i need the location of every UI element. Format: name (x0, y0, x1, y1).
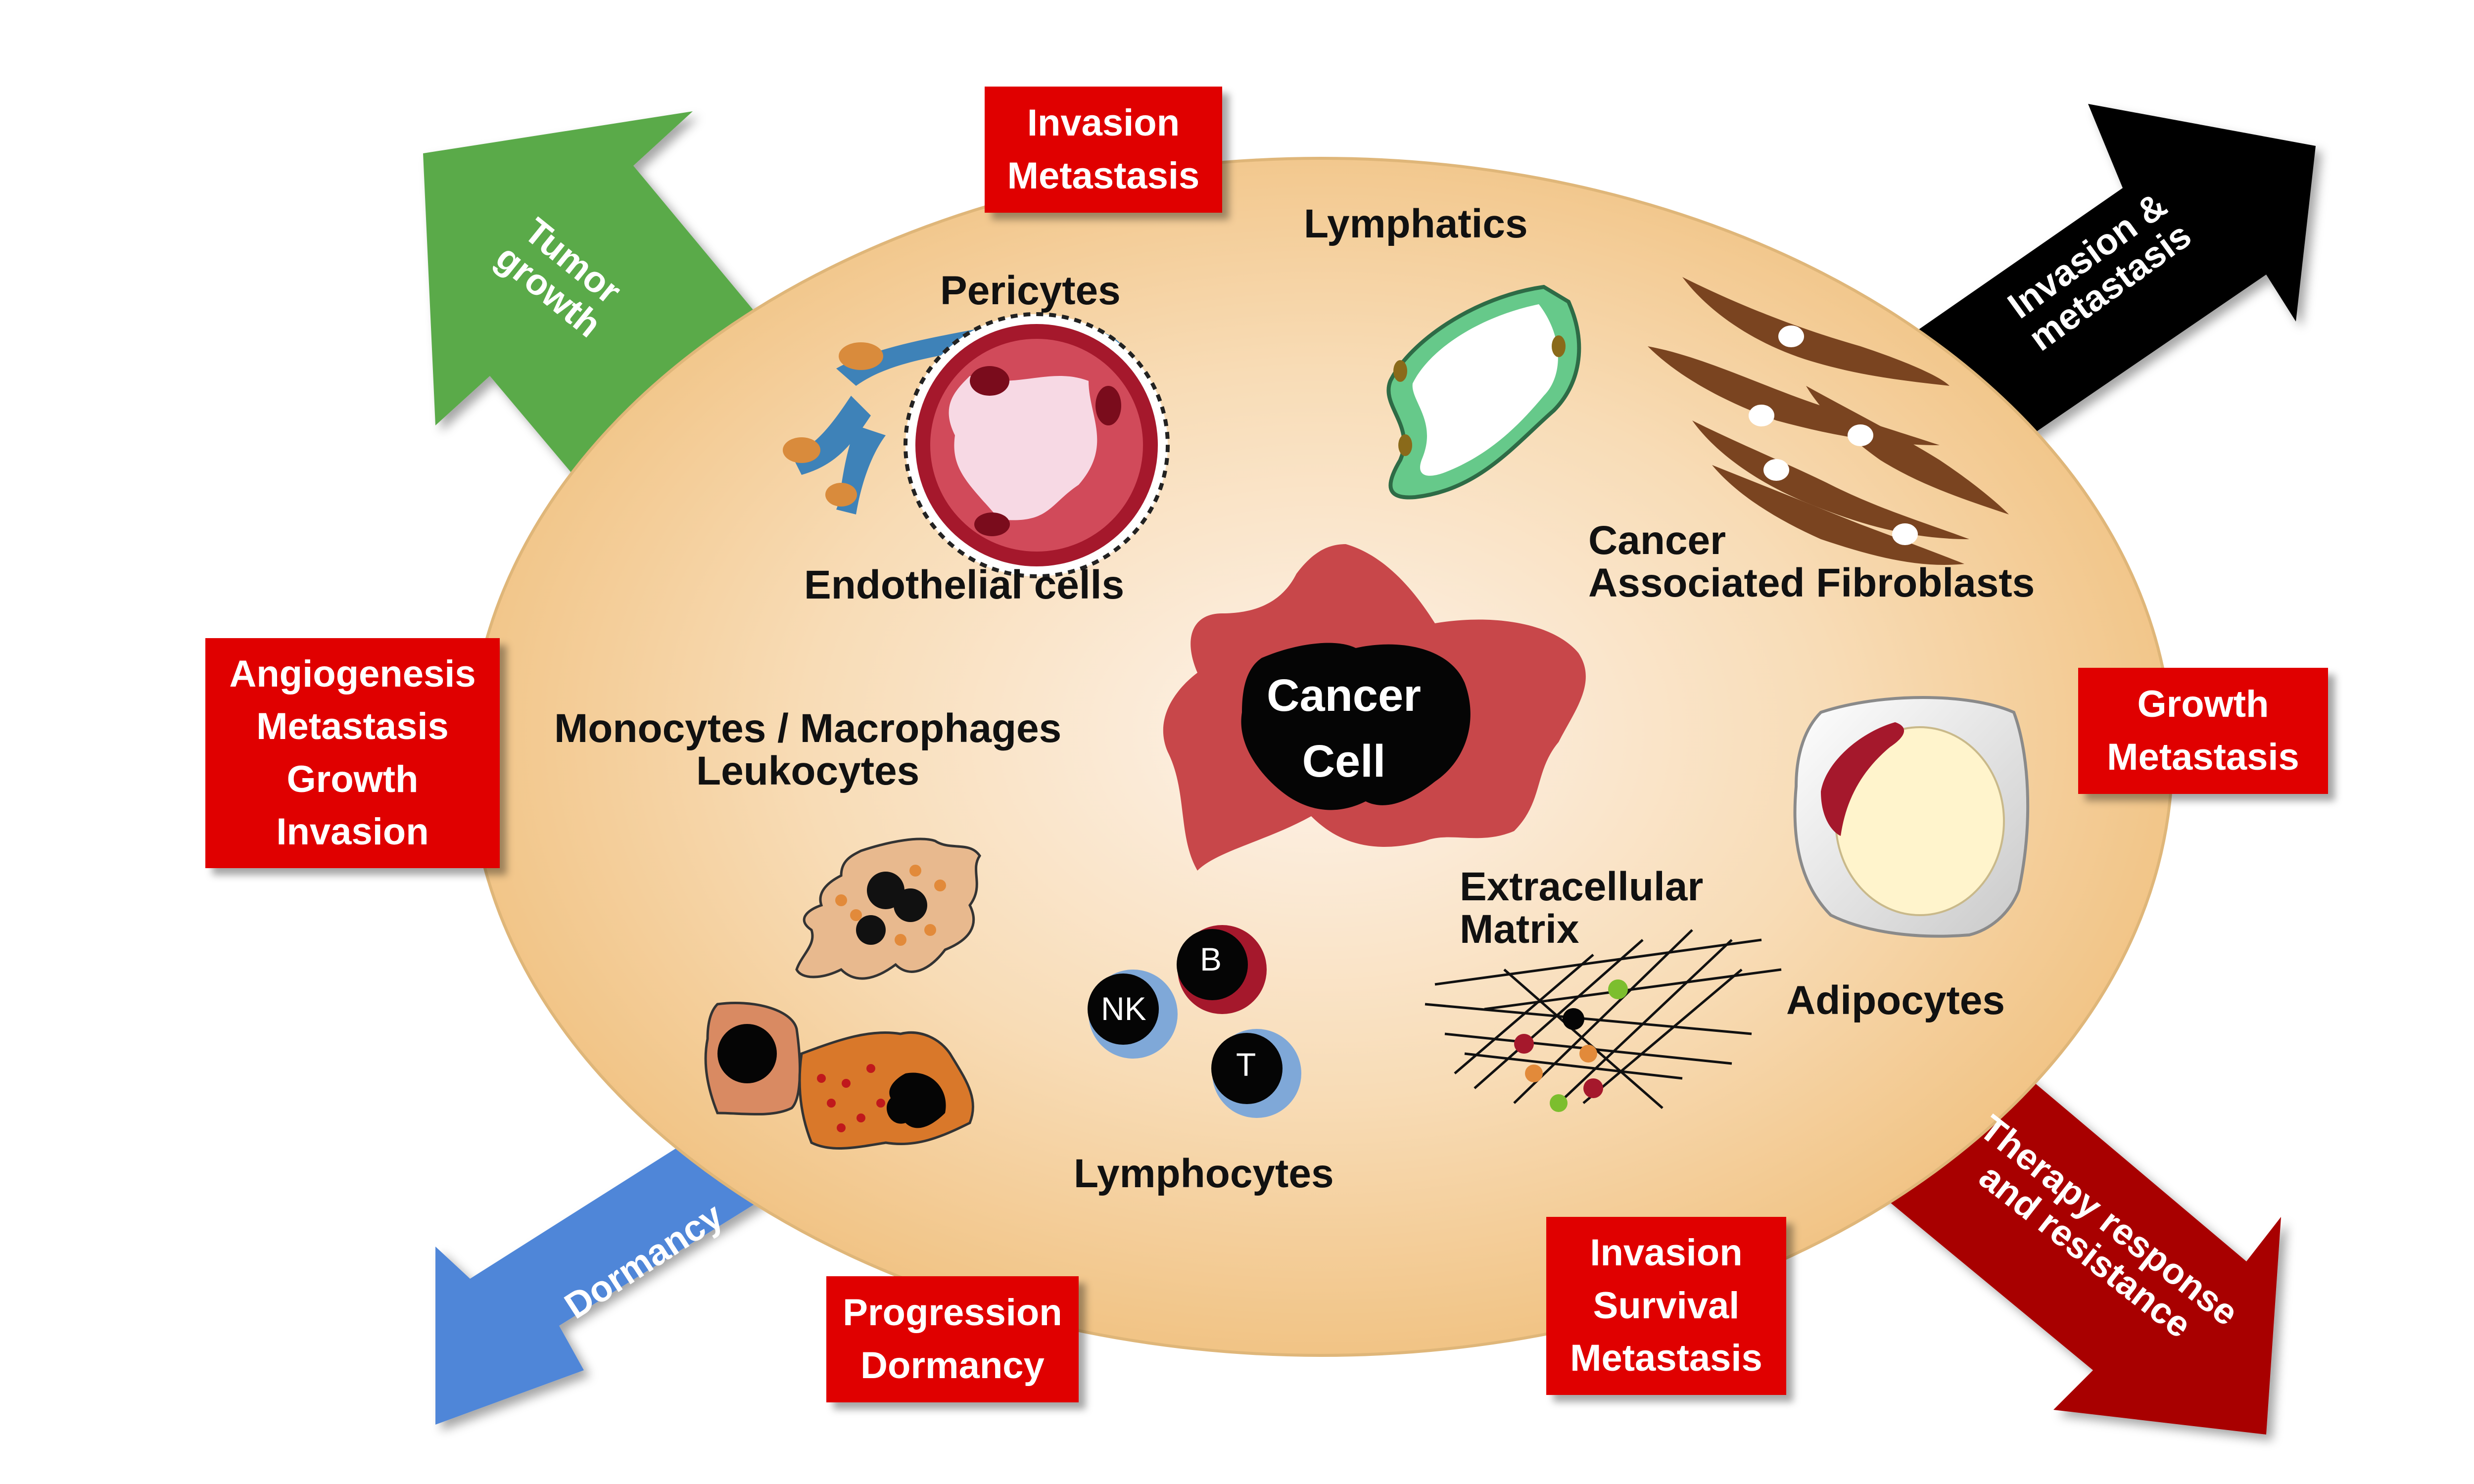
box-top: Invasion Metastasis (985, 87, 1222, 213)
box-bottom-right-line1: Invasion (1590, 1232, 1743, 1274)
box-bottom-right-line2: Survival (1593, 1284, 1740, 1327)
box-left-line3: Growth (286, 758, 419, 800)
b-cell (1177, 929, 1248, 1000)
ecm-illustration (1425, 929, 1782, 1109)
box-bottom-left: Progression Dormancy (826, 1276, 1079, 1402)
monocytes-label-line1: Monocytes / Macrophages (554, 706, 1062, 751)
box-bottom-left-line1: Progression (843, 1292, 1062, 1334)
dormancy-arrow (435, 1138, 782, 1425)
pericytes-label: Pericytes (940, 268, 1121, 313)
leukocyte-illustration (798, 1031, 974, 1150)
cancer-cell-illustration (1163, 544, 1586, 871)
b-cell-letter: B (1200, 941, 1222, 977)
cancer-cell-label: Cancer Cell (1267, 663, 1421, 795)
box-left-line2: Metastasis (256, 705, 449, 748)
box-bottom-left-line2: Dormancy (860, 1344, 1045, 1387)
lymphocytes-illustration (1088, 925, 1301, 1118)
monocytes-label-line2: Leukocytes (696, 748, 920, 794)
cancer-cell-label-line2: Cell (1302, 736, 1386, 787)
caf-label: Cancer Associated Fibroblasts (1588, 519, 2035, 604)
nk-cell-letter: NK (1101, 990, 1146, 1027)
adipocyte-illustration (1793, 696, 2030, 938)
box-bottom-right: Invasion Survival Metastasis (1546, 1217, 1786, 1395)
monocyte-illustration (704, 1002, 802, 1115)
ecm-label-line2: Matrix (1460, 907, 1579, 952)
caf-label-line2: Associated Fibroblasts (1588, 560, 2035, 606)
adipocytes-label: Adipocytes (1786, 978, 2005, 1023)
fibroblasts-illustration (1648, 277, 2009, 565)
box-top-line2: Metastasis (1007, 154, 1200, 197)
monocytes-label: Monocytes / Macrophages Leukocytes (554, 707, 1061, 792)
box-left-line4: Invasion (276, 810, 429, 853)
box-right-line2: Metastasis (2107, 736, 2299, 778)
t-cell-letter: T (1236, 1046, 1256, 1083)
lymphatic-vessel-illustration (1386, 284, 1581, 500)
endothelial-label: Endothelial cells (804, 562, 1125, 607)
box-bottom-right-line3: Metastasis (1570, 1337, 1762, 1380)
box-right: Growth Metastasis (2078, 668, 2328, 794)
macrophage-illustration (795, 837, 982, 980)
invasion-metastasis-arrow (1880, 104, 2316, 440)
box-right-line1: Growth (2137, 683, 2269, 726)
box-left-line1: Angiogenesis (229, 652, 476, 695)
nk-cell (1088, 974, 1159, 1045)
caf-label-line1: Cancer (1588, 518, 1726, 563)
lymphocytes-label: Lymphocytes (1074, 1151, 1334, 1196)
ecm-label: Extracellular Matrix (1460, 864, 1704, 952)
lymphatics-label: Lymphatics (1304, 201, 1528, 246)
ecm-dots (1514, 979, 1628, 1112)
box-left: Angiogenesis Metastasis Growth Invasion (205, 638, 500, 868)
t-cell (1211, 1033, 1283, 1104)
ecm-label-line1: Extracellular (1460, 864, 1704, 909)
box-top-line1: Invasion (1027, 102, 1180, 144)
cancer-cell-label-line1: Cancer (1267, 670, 1421, 721)
blood-vessel-illustration (783, 312, 1170, 578)
